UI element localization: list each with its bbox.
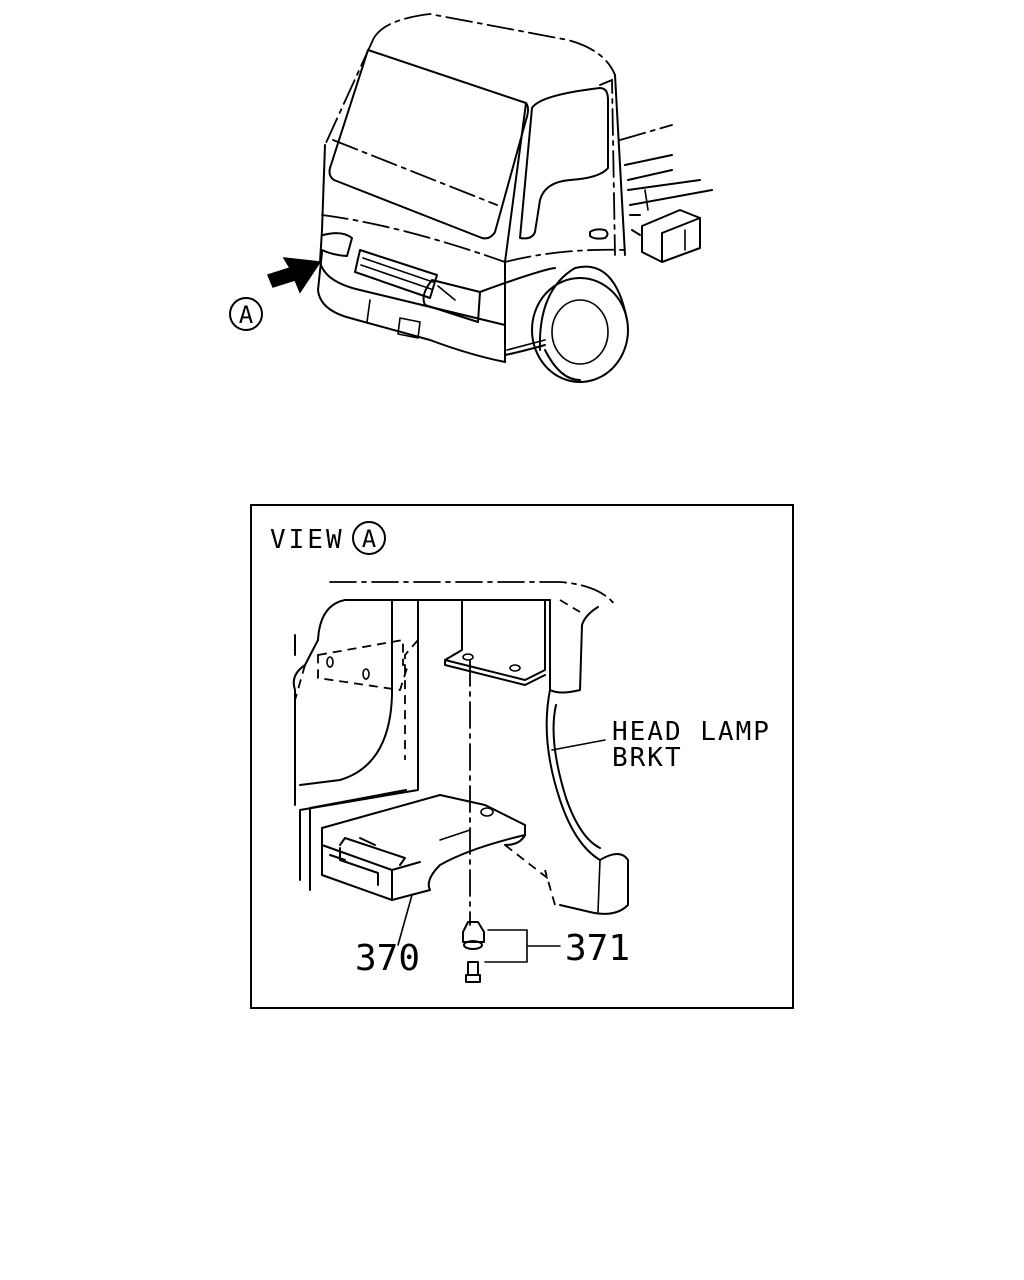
view-a-panel: VIEW A (250, 504, 794, 1009)
view-title-callout-letter: A (362, 525, 377, 553)
part-370-label: 370 (355, 938, 420, 979)
part-370-leader (397, 894, 413, 946)
view-panel-frame (250, 504, 794, 1009)
overview-callout-letter: A (239, 301, 254, 329)
part-371-leader (484, 929, 561, 963)
view-title: VIEW (270, 525, 345, 555)
head-lamp-label-line2: BRKT (612, 743, 683, 773)
truck-overview (266, 13, 713, 383)
head-lamp-label-line1: HEAD LAMP (612, 717, 771, 747)
view-direction-arrow (266, 257, 322, 294)
part-371-label: 371 (565, 928, 630, 969)
view-title-callout: A (352, 521, 386, 555)
part-371-fasteners (462, 921, 485, 983)
part-370-bracket (321, 794, 551, 901)
head-lamp-leader (551, 739, 606, 751)
overview-callout-a: A (229, 297, 263, 331)
